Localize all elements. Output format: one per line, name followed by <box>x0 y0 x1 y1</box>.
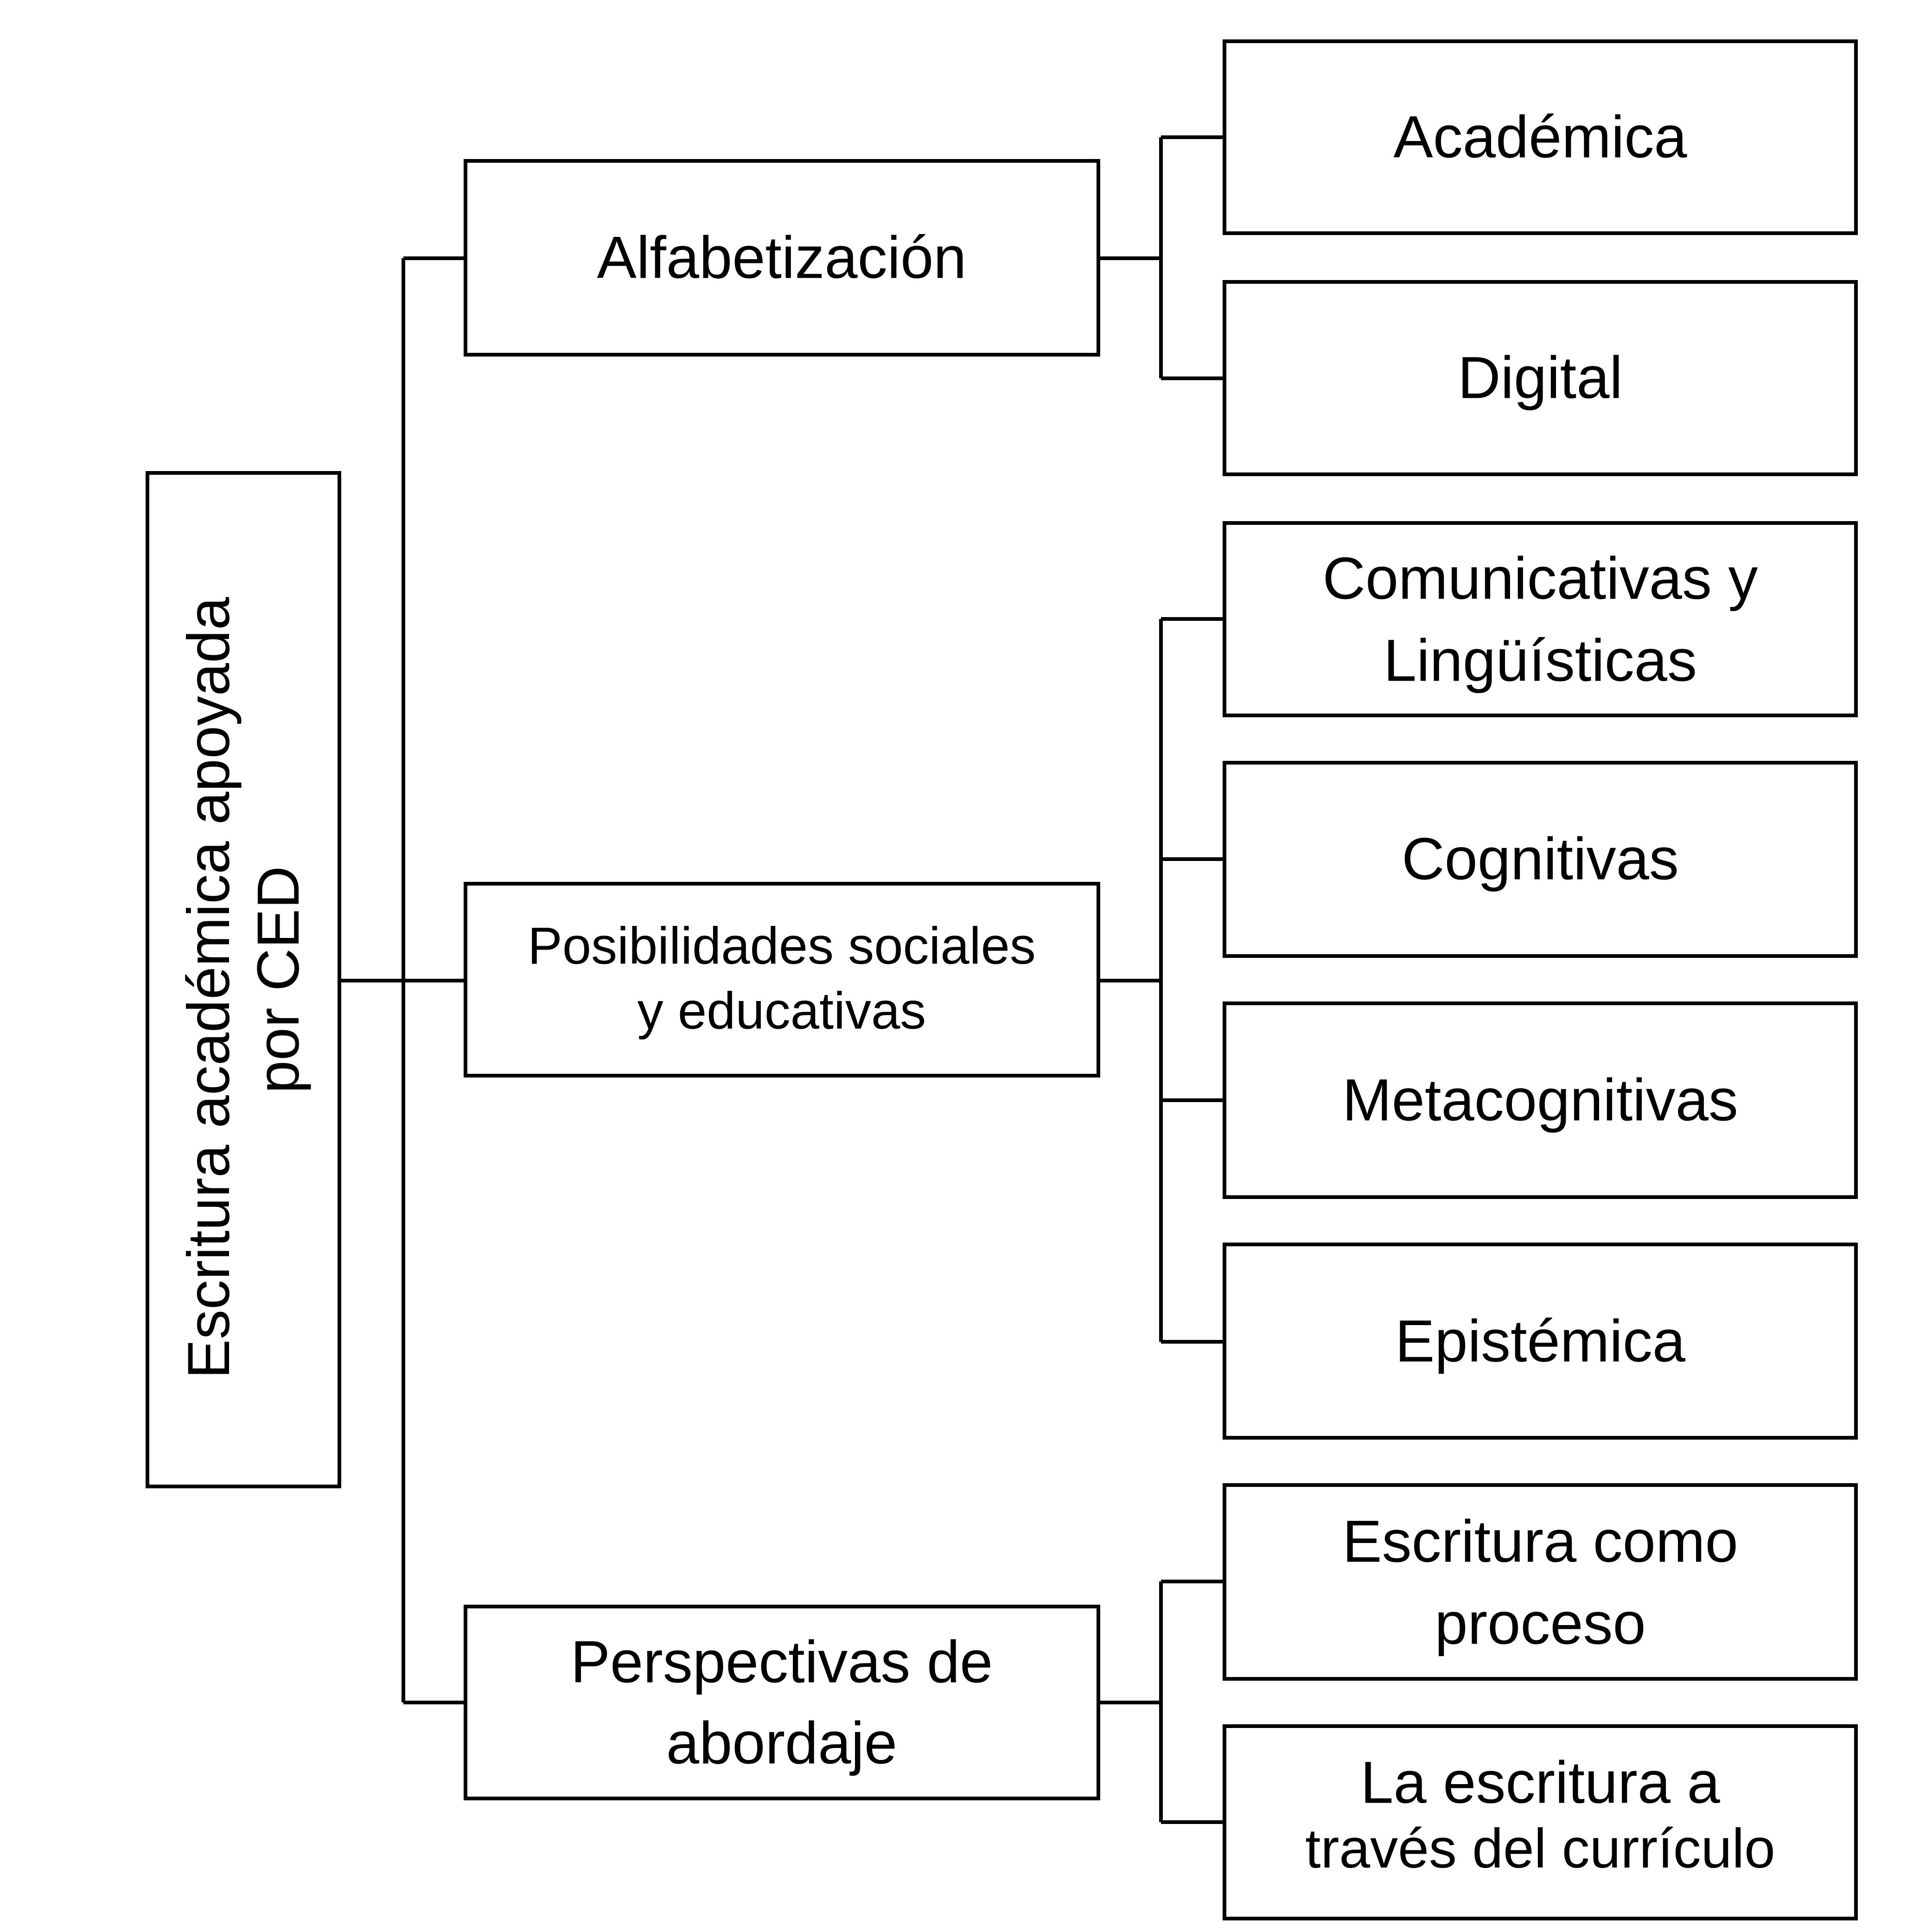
leaf-label-line2: proceso <box>1435 1591 1645 1657</box>
leaf-label-line2: través del currículo <box>1305 1817 1775 1880</box>
leaf-label-line2: Lingüísticas <box>1384 628 1697 694</box>
leaf-cognitivas: Cognitivas <box>1223 761 1858 958</box>
root-node: Escritura académica apoyada por CED <box>146 471 341 1488</box>
branch-label: Alfabetización <box>597 225 967 291</box>
leaf-academica: Académica <box>1223 39 1858 235</box>
leaf-label: Digital <box>1458 345 1623 411</box>
branch-label-line1: Posibilidades sociales <box>528 917 1036 975</box>
leaf-digital: Digital <box>1223 280 1858 476</box>
connectors <box>339 135 1224 1824</box>
leaf-epistemica: Epistémica <box>1223 1243 1858 1440</box>
svg-text:Escritura académica apoyada: Escritura académica apoyada por CED <box>176 580 312 1379</box>
leaf-escritura-curriculo: La escritura a través del currículo <box>1223 1724 1858 1920</box>
leaf-comunicativas: Comunicativas y Lingüísticas <box>1223 521 1858 717</box>
branch-posibilidades: Posibilidades sociales y educativas <box>464 882 1100 1078</box>
branch-label-line2: y educativas <box>638 982 926 1040</box>
leaf-label: Metacognitivas <box>1342 1067 1738 1134</box>
branch-perspectivas: Perspectivas de abordaje <box>464 1605 1100 1800</box>
leaf-label-line1: Escritura como <box>1342 1509 1738 1575</box>
leaf-label: Académica <box>1393 104 1687 171</box>
root-label-line2: por CED <box>245 866 312 1094</box>
branch-label-line1: Perspectivas de <box>571 1629 993 1696</box>
leaf-metacognitivas: Metacognitivas <box>1223 1001 1858 1199</box>
branch-label-line2: abordaje <box>666 1710 897 1777</box>
leaf-label-line1: La escritura a <box>1360 1750 1720 1816</box>
branch-alfabetizacion: Alfabetización <box>464 159 1100 357</box>
leaf-label: Cognitivas <box>1402 826 1679 893</box>
root-label-line1: Escritura académica apoyada <box>176 597 242 1379</box>
leaf-label-line1: Comunicativas y <box>1323 546 1758 612</box>
leaf-label: Epistémica <box>1395 1308 1686 1375</box>
leaf-escritura-proceso: Escritura como proceso <box>1223 1483 1858 1681</box>
